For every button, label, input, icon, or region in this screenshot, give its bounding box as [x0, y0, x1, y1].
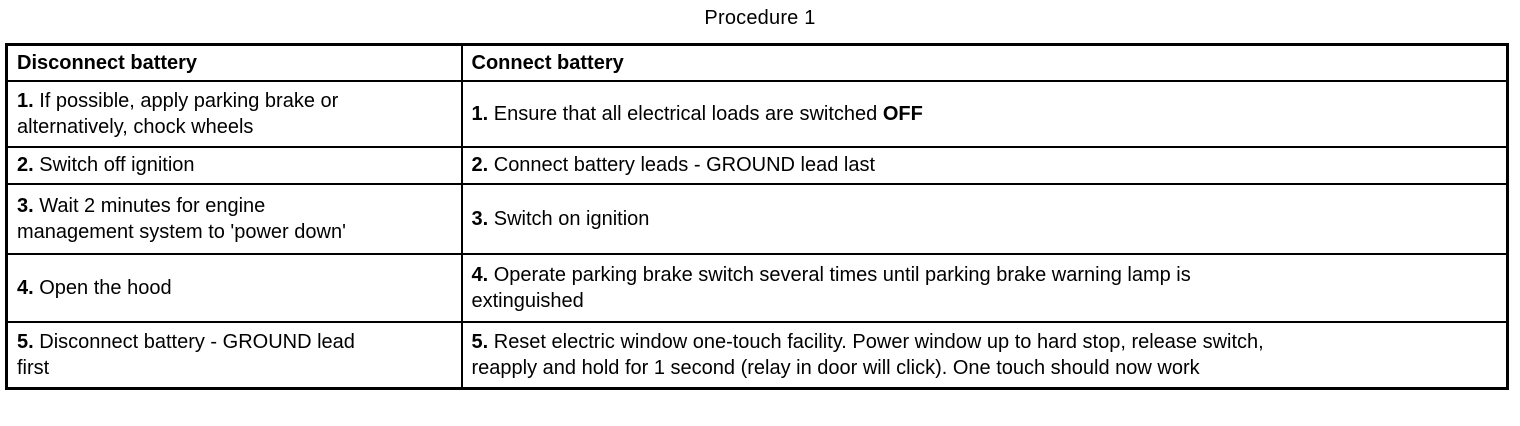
step-number: 4. — [471, 263, 489, 286]
step-cell-connect-5: 5. Reset electric window one-touch facil… — [460, 320, 1509, 390]
step-cell-connect-3: 3. Switch on ignition — [460, 182, 1509, 255]
step-number: 2. — [471, 154, 489, 176]
step-text: Wait 2 minutes for engine management sys… — [17, 194, 346, 243]
step-text: Disconnect battery - GROUND lead first — [17, 330, 355, 379]
table-row: 3. Wait 2 minutes for engine management … — [5, 182, 1509, 255]
step-number: 3. — [17, 194, 34, 217]
step-cell-connect-4: 4. Operate parking brake switch several … — [460, 252, 1509, 323]
table-row: 5. Disconnect battery - GROUND lead firs… — [5, 320, 1509, 390]
step-number: 3. — [471, 207, 489, 230]
step-cell-connect-2: 2. Connect battery leads - GROUND lead l… — [460, 145, 1509, 185]
step-cell-disconnect-1: 1. If possible, apply parking brake or a… — [5, 79, 463, 148]
step-number: 4. — [17, 276, 34, 299]
step-cell-disconnect-2: 2. Switch off ignition — [5, 145, 463, 185]
step-text: Reset electric window one-touch facility… — [471, 330, 1264, 379]
step-cell-disconnect-4: 4. Open the hood — [5, 252, 463, 323]
procedure-table: Disconnect battery Connect battery 1. If… — [5, 43, 1509, 390]
step-text: Ensure that all electrical loads are swi… — [488, 102, 883, 125]
step-number: 5. — [471, 330, 489, 353]
column-header-disconnect-battery: Disconnect battery — [5, 43, 463, 82]
step-cell-connect-1: 1. Ensure that all electrical loads are … — [460, 79, 1509, 148]
table-row: 1. If possible, apply parking brake or a… — [5, 79, 1509, 148]
step-text-bold: OFF — [882, 102, 923, 125]
step-text: Open the hood — [33, 276, 172, 299]
step-text: Switch off ignition — [33, 154, 195, 176]
step-number: 2. — [17, 154, 34, 176]
step-number: 1. — [471, 102, 489, 125]
table-row: 4. Open the hood 4. Operate parking brak… — [5, 252, 1509, 323]
step-text: Switch on ignition — [488, 207, 650, 230]
step-text: Connect battery leads - GROUND lead last — [488, 154, 876, 176]
step-cell-disconnect-5: 5. Disconnect battery - GROUND lead firs… — [5, 320, 463, 390]
column-header-connect-battery: Connect battery — [460, 43, 1509, 82]
page-title: Procedure 1 — [704, 7, 816, 29]
table-header-row: Disconnect battery Connect battery — [5, 43, 1509, 82]
step-cell-disconnect-3: 3. Wait 2 minutes for engine management … — [5, 182, 463, 255]
step-number: 5. — [17, 330, 34, 353]
step-text: If possible, apply parking brake or alte… — [17, 89, 339, 138]
table-row: 2. Switch off ignition 2. Connect batter… — [5, 145, 1509, 185]
step-number: 1. — [17, 89, 34, 112]
step-text: Operate parking brake switch several tim… — [471, 263, 1191, 312]
